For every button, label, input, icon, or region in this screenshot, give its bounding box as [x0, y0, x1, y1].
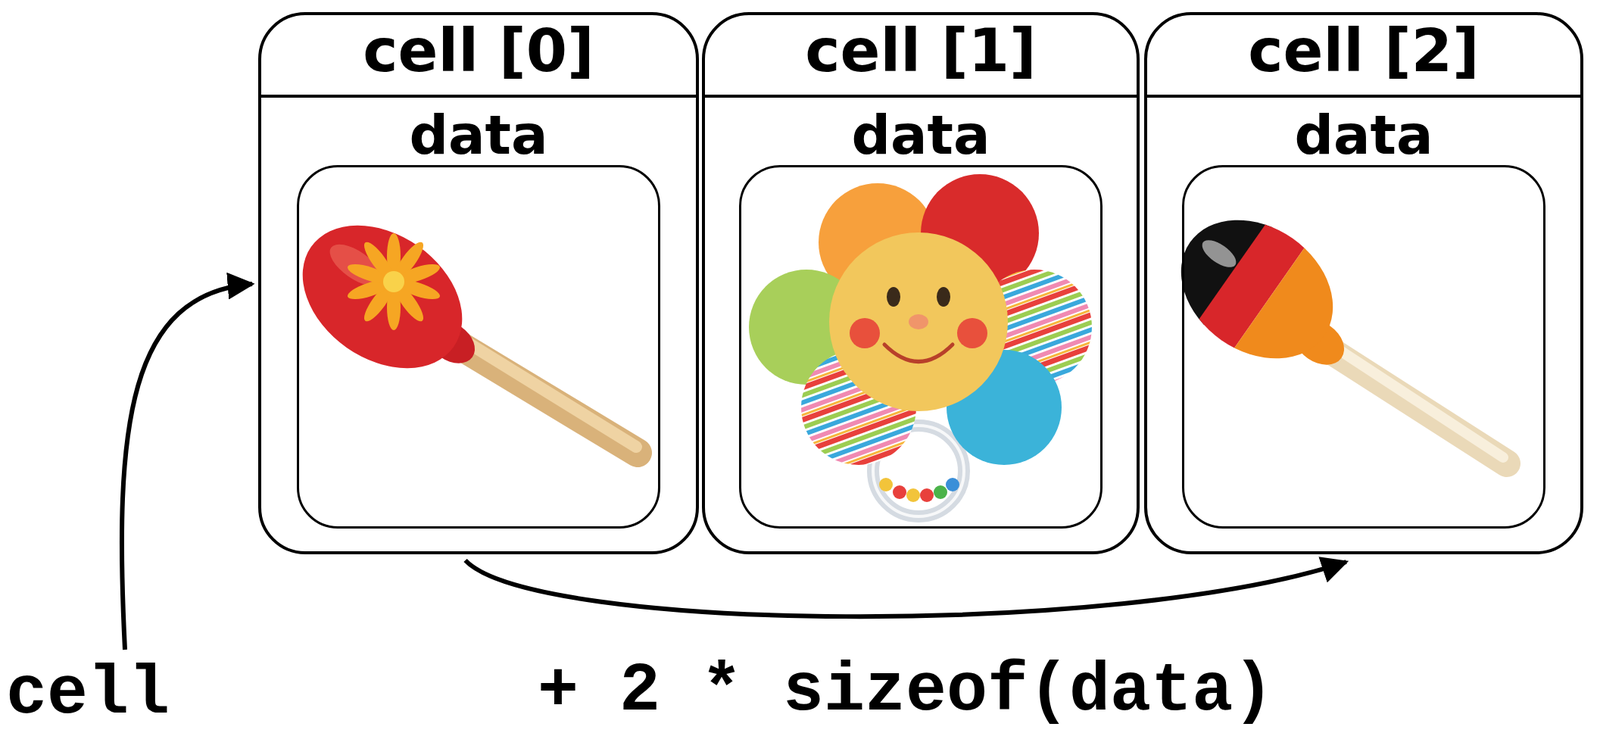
offset-arrow [465, 560, 1347, 617]
field-label: data [741, 107, 1101, 163]
tricolour-maraca [1139, 180, 1507, 464]
cell-header: cell [1] [704, 15, 1137, 98]
array-cell: cell [2] data [1144, 12, 1584, 555]
red-maraca [275, 196, 638, 453]
data-box: data [296, 165, 661, 529]
array-cell: cell [1] data [701, 12, 1140, 555]
offset-expression: + 2 * sizeof(data) [537, 657, 1274, 726]
pointer-name: cell [6, 660, 170, 729]
array-cell: cell [0] data [258, 12, 699, 555]
data-box: data [1182, 165, 1546, 529]
pointer-arrow [121, 283, 253, 650]
label-holder: cell [6, 660, 170, 729]
label-holder: + 2 * sizeof(data) [537, 657, 1274, 726]
field-label: data [1184, 107, 1544, 163]
data-box: data [739, 165, 1103, 529]
cell-header: cell [2] [1147, 15, 1581, 98]
cell-header: cell [0] [261, 15, 696, 98]
flower-rattle [748, 174, 1092, 517]
field-label: data [299, 107, 659, 163]
